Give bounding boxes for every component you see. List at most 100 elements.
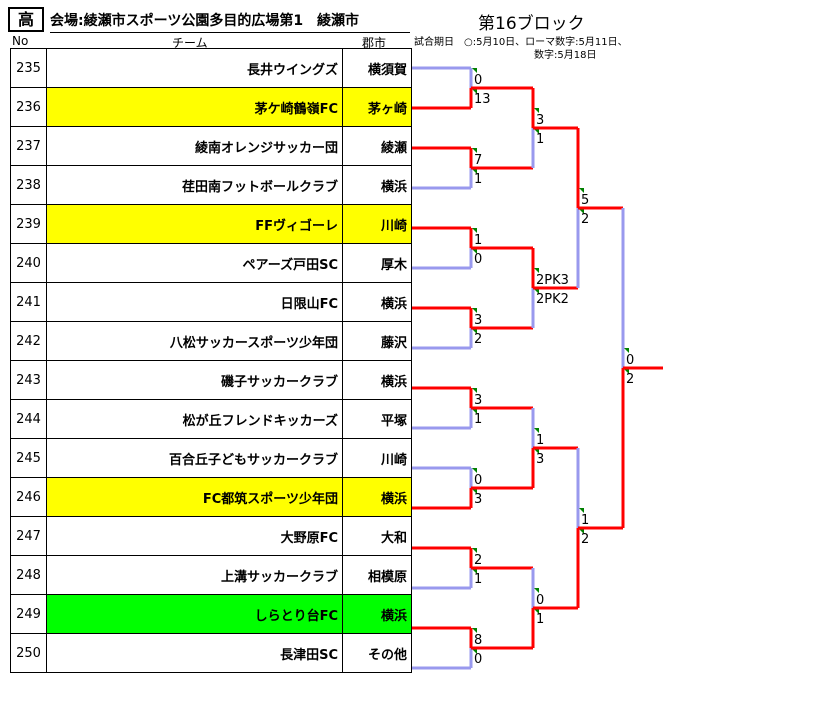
score-marker-icon — [472, 228, 477, 233]
score-top: 2 — [474, 553, 482, 568]
match-date-note: 試合期日 ○:5月10日、ローマ数字:5月11日、 数字:5月18日 — [414, 37, 628, 61]
score-bottom: 1 — [536, 132, 544, 147]
col-header-city: 郡市 — [362, 36, 387, 50]
score-top: 0 — [474, 73, 482, 88]
score-marker-icon — [472, 148, 477, 153]
score-marker-icon — [534, 588, 539, 593]
score-marker-icon — [472, 89, 477, 94]
team-city: 横浜 — [342, 477, 412, 517]
score-bottom: 1 — [536, 612, 544, 627]
score-bottom: 1 — [474, 572, 482, 587]
team-city: 横須賀 — [342, 48, 412, 88]
score-top: 3 — [536, 113, 544, 128]
team-name: 茅ケ崎鶴嶺FC — [46, 87, 343, 127]
score-marker-icon — [472, 169, 477, 174]
team-city: 横浜 — [342, 594, 412, 634]
score-marker-icon — [472, 249, 477, 254]
score-marker-icon — [624, 369, 629, 374]
score-top: 0 — [474, 473, 482, 488]
score-marker-icon — [472, 628, 477, 633]
team-city: 茅ヶ崎 — [342, 87, 412, 127]
team-name: 長井ウイングズ — [46, 48, 343, 88]
score-bottom: 1 — [474, 412, 482, 427]
score-bottom: 0 — [474, 652, 482, 667]
score-bottom: 2 — [581, 212, 589, 227]
score-top: 3 — [474, 313, 482, 328]
score-marker-icon — [534, 449, 539, 454]
score-top: 0 — [626, 353, 634, 368]
team-city: その他 — [342, 633, 412, 673]
col-header-no: No — [12, 34, 29, 48]
team-number: 249 — [10, 594, 47, 634]
score-marker-icon — [472, 649, 477, 654]
score-top: 1 — [474, 233, 482, 248]
score-marker-icon — [472, 489, 477, 494]
team-name: 荏田南フットボールクラブ — [46, 165, 343, 205]
team-name: しらとり台FC — [46, 594, 343, 634]
score-marker-icon — [472, 308, 477, 313]
score-marker-icon — [472, 68, 477, 73]
team-name: 長津田SC — [46, 633, 343, 673]
team-city: 藤沢 — [342, 321, 412, 361]
col-header-team: チーム — [172, 36, 208, 50]
team-city: 川崎 — [342, 438, 412, 478]
venue-title: 会場:綾瀬市スポーツ公園多目的広場第1 綾瀬市 — [50, 10, 410, 33]
score-top: 2PK3 — [536, 273, 569, 288]
score-marker-icon — [579, 209, 584, 214]
team-number: 241 — [10, 282, 47, 322]
score-top: 5 — [581, 193, 589, 208]
team-city: 綾瀬 — [342, 126, 412, 166]
team-city: 相模原 — [342, 555, 412, 595]
team-number: 247 — [10, 516, 47, 556]
team-number: 238 — [10, 165, 47, 205]
score-top: 1 — [581, 513, 589, 528]
team-number: 237 — [10, 126, 47, 166]
block-title: 第16ブロック — [478, 14, 585, 34]
team-number: 244 — [10, 399, 47, 439]
team-number: 250 — [10, 633, 47, 673]
team-number: 245 — [10, 438, 47, 478]
team-city: 川崎 — [342, 204, 412, 244]
score-top: 7 — [474, 153, 482, 168]
score-marker-icon — [579, 508, 584, 513]
category-badge: 高 — [8, 7, 44, 32]
score-bottom: 1 — [474, 172, 482, 187]
score-bottom: 2 — [626, 372, 634, 387]
team-number: 236 — [10, 87, 47, 127]
score-marker-icon — [472, 329, 477, 334]
team-city: 横浜 — [342, 360, 412, 400]
team-number: 246 — [10, 477, 47, 517]
score-marker-icon — [624, 348, 629, 353]
score-marker-icon — [534, 289, 539, 294]
score-top: 8 — [474, 633, 482, 648]
score-marker-icon — [534, 609, 539, 614]
team-name: 磯子サッカークラブ — [46, 360, 343, 400]
score-bottom: 3 — [474, 492, 482, 507]
score-top: 3 — [474, 393, 482, 408]
score-marker-icon — [472, 388, 477, 393]
score-bottom: 2PK2 — [536, 292, 569, 307]
score-bottom: 2 — [581, 532, 589, 547]
team-city: 平塚 — [342, 399, 412, 439]
team-name: 大野原FC — [46, 516, 343, 556]
score-marker-icon — [472, 569, 477, 574]
team-name: 綾南オレンジサッカー団 — [46, 126, 343, 166]
score-marker-icon — [534, 108, 539, 113]
team-name: FFヴィゴーレ — [46, 204, 343, 244]
score-bottom: 0 — [474, 252, 482, 267]
score-marker-icon — [534, 129, 539, 134]
